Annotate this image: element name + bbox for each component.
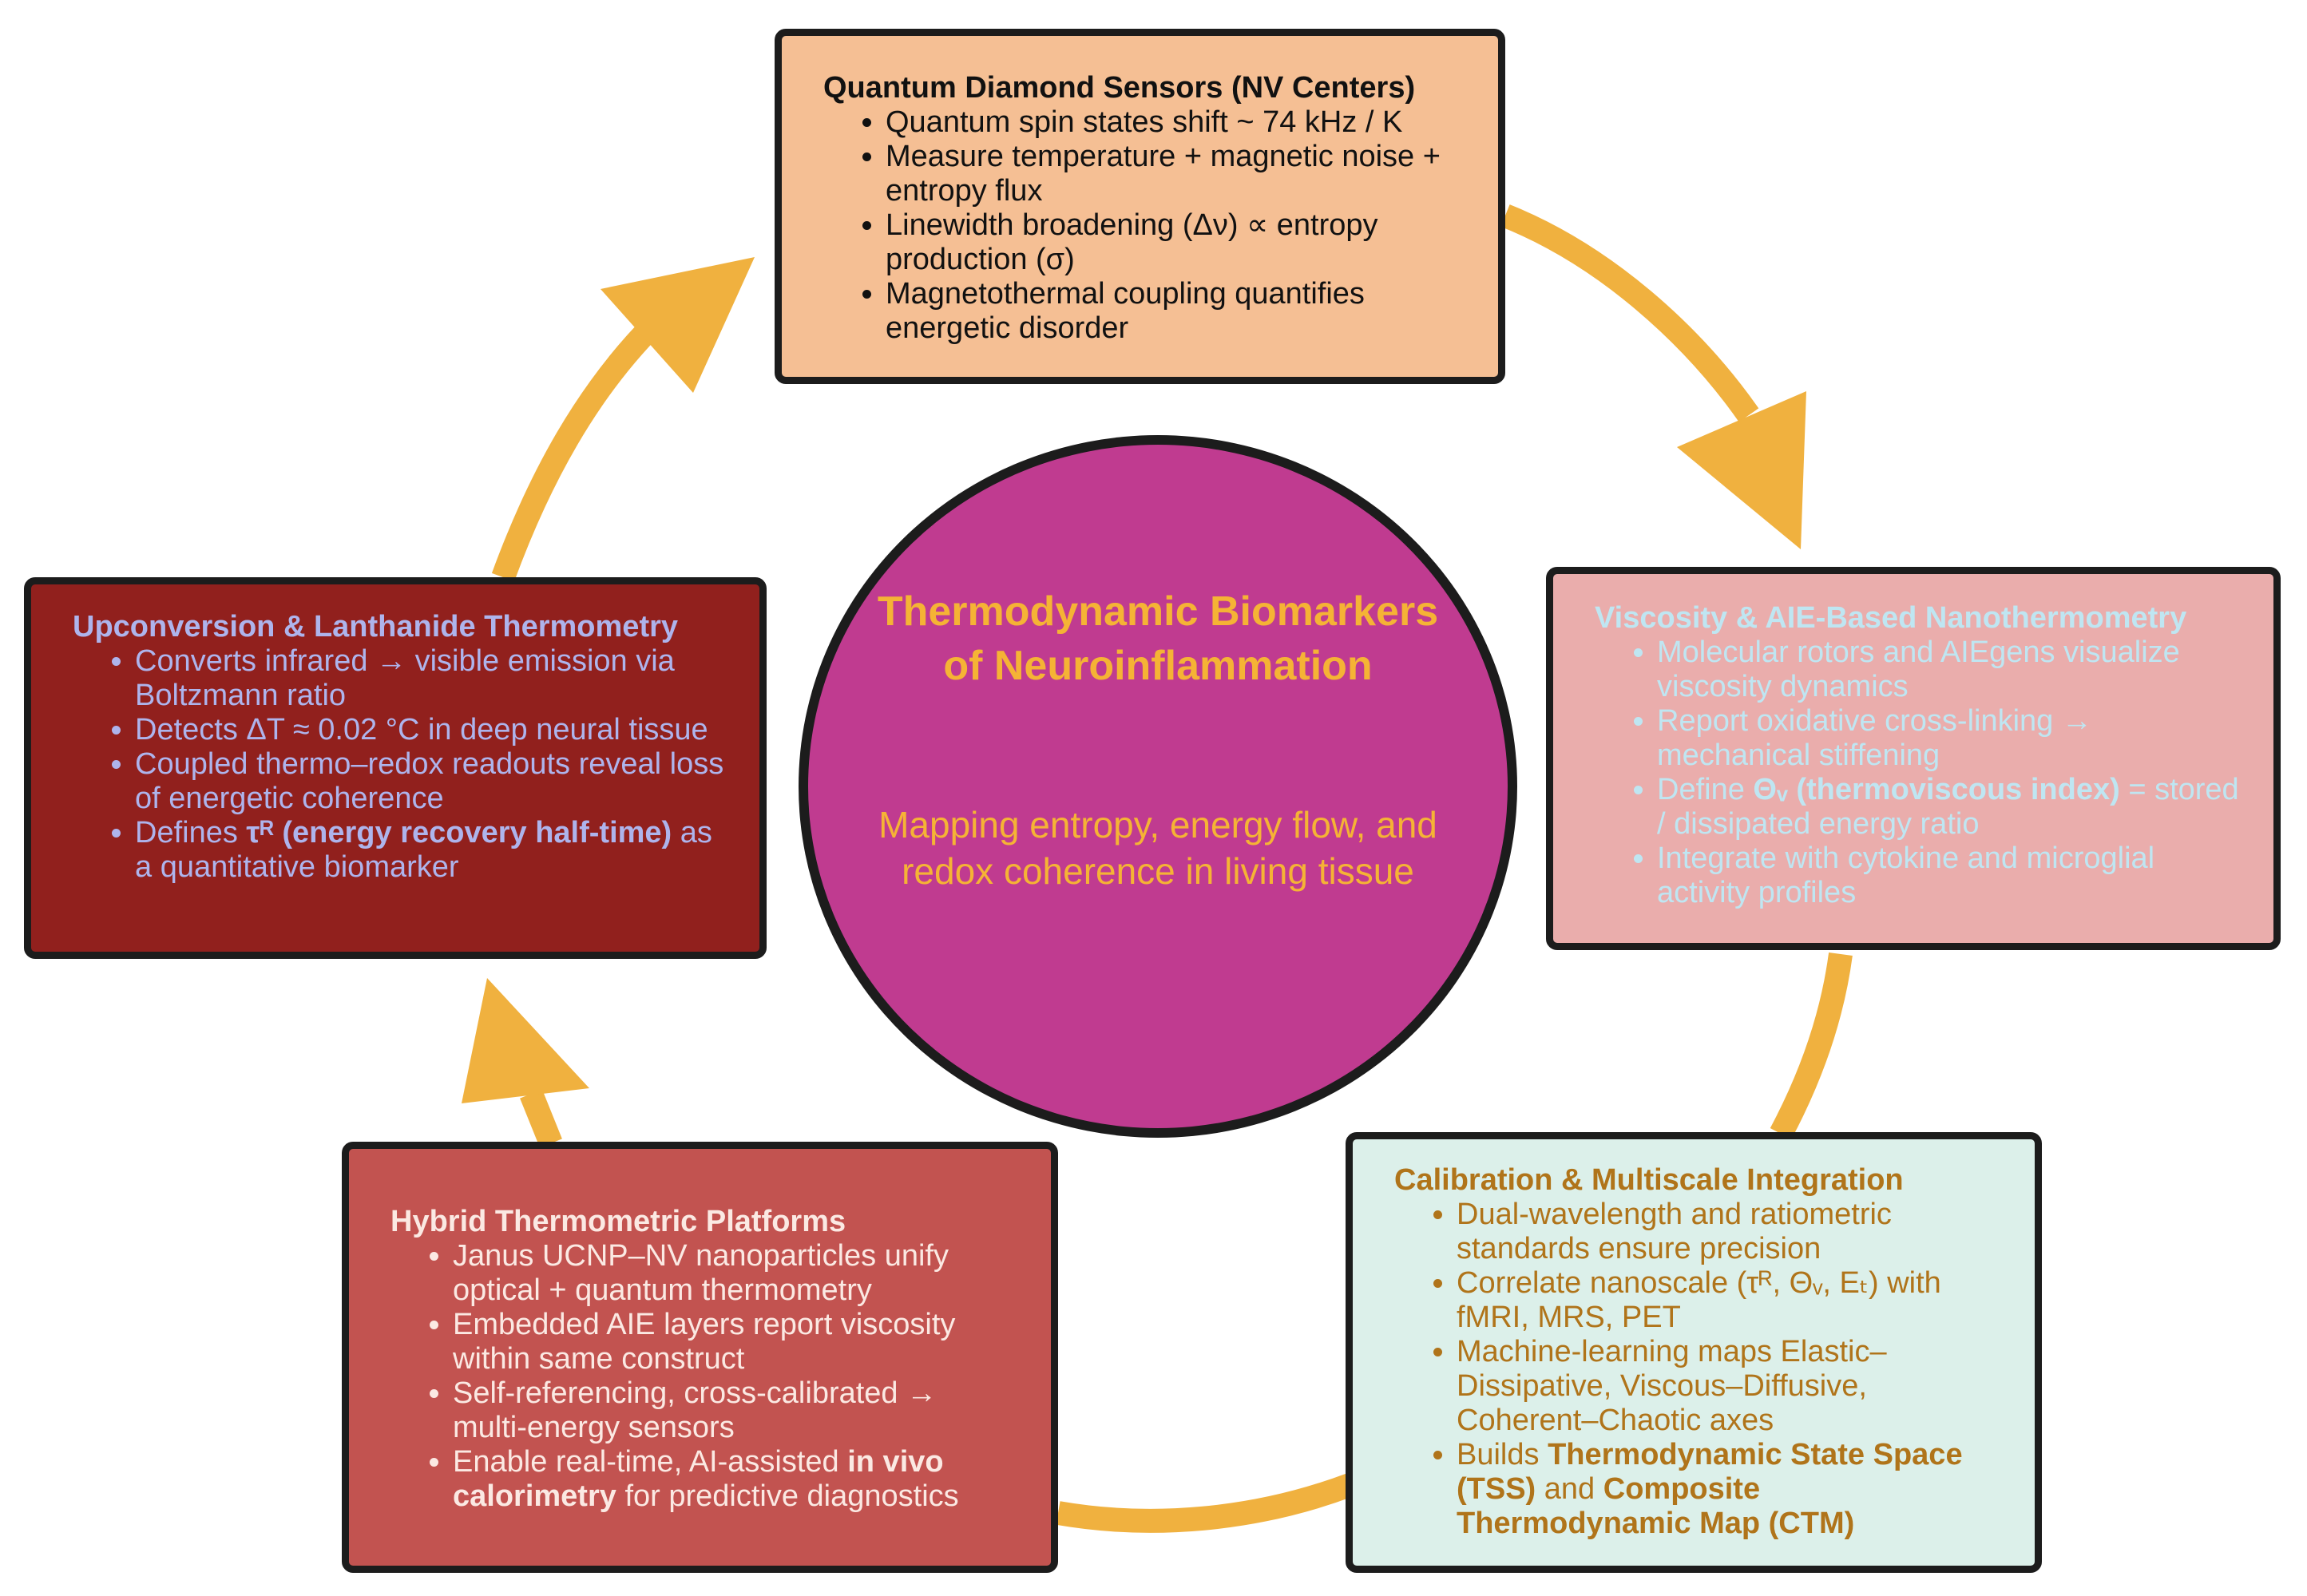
- bullet-item: Coupled thermo–redox readouts reveal los…: [135, 747, 727, 816]
- bullet-item: Define Θᵥ (thermoviscous index) = stored…: [1657, 773, 2242, 842]
- arrow-quantum-to-viscosity-shaft: [1500, 204, 1759, 422]
- bullet-item: Magnetothermal coupling quantifies energ…: [886, 277, 1466, 346]
- calibration-multiscale-integration-box: Calibration & Multiscale Integration Dua…: [1346, 1132, 2042, 1573]
- bullet-item: Report oxidative cross-linking → mechani…: [1657, 704, 2242, 773]
- bullet-text: Define: [1657, 773, 1754, 806]
- bullet-emphasis: Composite Thermodynamic Map (CTM): [1457, 1472, 1855, 1540]
- bullet-item: Converts infrared → visible emission via…: [135, 644, 727, 713]
- box-title: Viscosity & AIE-Based Nanothermometry: [1595, 601, 2187, 635]
- bullet-item: Janus UCNP–NV nanoparticles unify optica…: [453, 1239, 1019, 1308]
- bullet-item: Defines τᴿ (energy recovery half-time) a…: [135, 816, 727, 885]
- bullet-emphasis: in vivo calorimetry: [453, 1445, 944, 1513]
- bullet-item: Machine-learning maps Elastic–Dissipativ…: [1457, 1335, 2003, 1438]
- bullet-emphasis: Thermodynamic State Space (TSS): [1457, 1438, 1963, 1506]
- bullet-text: for predictive diagnostics: [616, 1479, 959, 1513]
- bullet-emphasis: τᴿ (energy recovery half-time): [246, 816, 672, 849]
- bullet-text: = stored / dissipated energy ratio: [1657, 773, 2239, 841]
- arrow-upconversion-to-quantum-shaft: [491, 315, 664, 582]
- hub-subtitle: Mapping entropy, energy flow, and redox …: [878, 804, 1437, 892]
- viscosity-aie-nanothermometry-box: Viscosity & AIE-Based Nanothermometry Mo…: [1546, 567, 2281, 950]
- bullet-item: Linewidth broadening (Δν) ∝ entropy prod…: [886, 208, 1466, 277]
- bullet-text: Defines: [135, 816, 247, 849]
- bullet-item: Correlate nanoscale (τᴿ, Θᵥ, Eₜ) with fM…: [1457, 1266, 2003, 1335]
- arrow-hybrid-to-upconversion-shaft: [520, 1089, 562, 1148]
- bullet-item: Embedded AIE layers report viscosity wit…: [453, 1308, 1019, 1376]
- bullet-item: Dual-wavelength and ratiometric standard…: [1457, 1198, 2003, 1266]
- bullet-text: and: [1536, 1472, 1603, 1506]
- quantum-diamond-sensors-box: Quantum Diamond Sensors (NV Centers) Qua…: [775, 29, 1505, 384]
- arrow-upconversion-to-quantum-head: [601, 257, 755, 393]
- bullet-item: Molecular rotors and AIEgens visualize v…: [1657, 636, 2242, 704]
- box-title: Hybrid Thermometric Platforms: [390, 1205, 846, 1238]
- bullet-item: Builds Thermodynamic State Space (TSS) a…: [1457, 1438, 2003, 1541]
- arc-calibration-to-hybrid: [1056, 1473, 1354, 1533]
- central-hub-circle: Thermodynamic Biomarkers of Neuroinflamm…: [799, 435, 1517, 1138]
- bullet-text: Enable real-time, AI-assisted: [453, 1445, 848, 1479]
- box-title: Quantum Diamond Sensors (NV Centers): [823, 71, 1416, 105]
- arrow-hybrid-to-upconversion-head: [462, 978, 589, 1103]
- bullet-list: Converts infrared → visible emission via…: [73, 644, 727, 885]
- hub-title: Thermodynamic Biomarkers of Neuroinflamm…: [877, 588, 1439, 689]
- bullet-list: Molecular rotors and AIEgens visualize v…: [1595, 636, 2242, 910]
- hybrid-thermometric-platforms-box: Hybrid Thermometric Platforms Janus UCNP…: [342, 1142, 1058, 1573]
- bullet-list: Dual-wavelength and ratiometric standard…: [1394, 1198, 2003, 1541]
- bullet-item: Quantum spin states shift ~ 74 kHz / K: [886, 105, 1466, 140]
- bullet-emphasis: Θᵥ (thermoviscous index): [1753, 773, 2120, 806]
- bullet-item: Self-referencing, cross-calibrated → mul…: [453, 1376, 1019, 1445]
- bullet-item: Enable real-time, AI-assisted in vivo ca…: [453, 1445, 1019, 1514]
- bullet-list: Quantum spin states shift ~ 74 kHz / K M…: [823, 105, 1466, 346]
- bullet-list: Janus UCNP–NV nanoparticles unify optica…: [390, 1239, 1019, 1514]
- arrow-quantum-to-viscosity-head: [1677, 391, 1806, 549]
- bullet-text: Builds: [1457, 1438, 1548, 1471]
- arc-viscosity-to-calibration: [1770, 952, 1853, 1140]
- bullet-item: Measure temperature + magnetic noise + e…: [886, 140, 1466, 208]
- bullet-item: Detects ΔT ≈ 0.02 °C in deep neural tiss…: [135, 713, 727, 747]
- upconversion-lanthanide-thermometry-box: Upconversion & Lanthanide Thermometry Co…: [24, 577, 767, 959]
- bullet-text: as a quantitative biomarker: [135, 816, 712, 884]
- box-title: Upconversion & Lanthanide Thermometry: [73, 610, 679, 644]
- bullet-item: Integrate with cytokine and microglial a…: [1657, 842, 2242, 910]
- box-title: Calibration & Multiscale Integration: [1394, 1163, 1904, 1197]
